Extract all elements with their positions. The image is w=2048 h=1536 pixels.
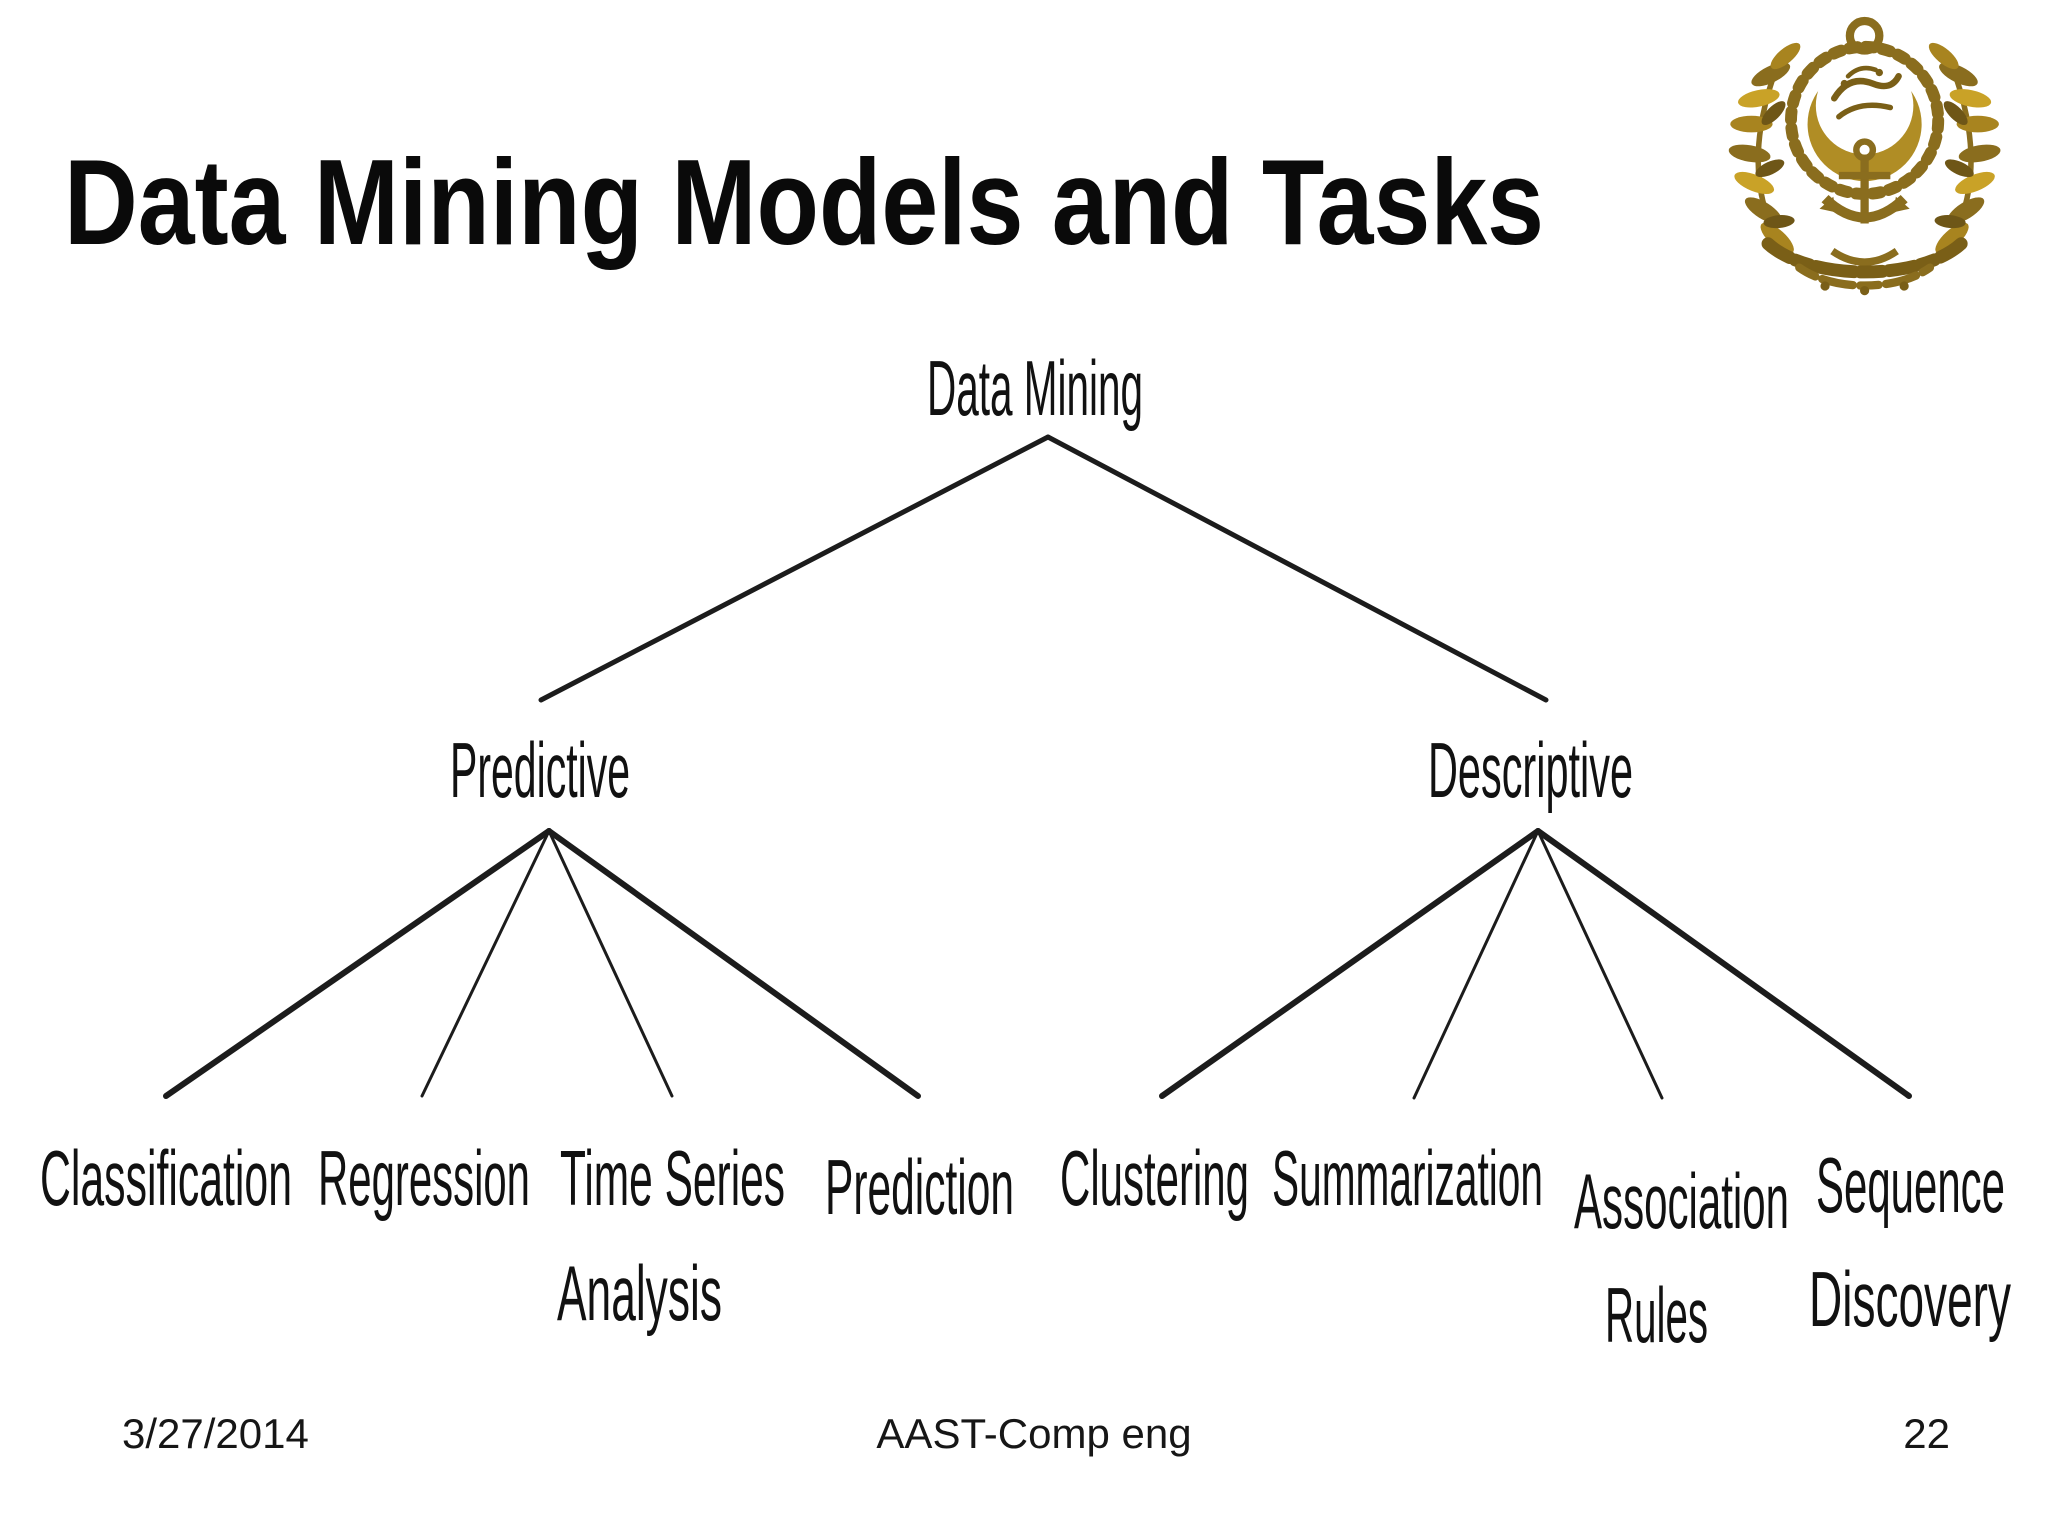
- crescent-icon: [1799, 55, 1930, 186]
- node-summarization: Summarization: [1272, 1134, 1543, 1222]
- node-time-series-line1: Time Series: [560, 1134, 785, 1222]
- tree-edges: [163, 434, 1912, 1100]
- node-descriptive: Descriptive: [1428, 726, 1633, 814]
- edge-descriptive-association: [1536, 829, 1664, 1100]
- edge-predictive-classification: [163, 828, 552, 1099]
- edge-root-descriptive: [1045, 434, 1549, 703]
- aast-logo: [1728, 16, 2002, 296]
- footer-page-number: 22: [1903, 1410, 1950, 1457]
- edge-predictive-time-series: [547, 829, 674, 1098]
- node-clustering: Clustering: [1060, 1134, 1249, 1222]
- node-association-line2: Rules: [1605, 1271, 1708, 1359]
- edge-descriptive-clustering: [1159, 828, 1541, 1099]
- laurel-wreath-icon: [1728, 39, 2002, 266]
- footer: 3/27/2014 AAST-Comp eng 22: [122, 1410, 1950, 1457]
- calligraphy-icon: [1761, 237, 1968, 296]
- footer-date: 3/27/2014: [122, 1410, 309, 1457]
- tree-nodes: Data Mining Predictive Descriptive Class…: [40, 344, 2011, 1359]
- node-time-series-line2: Analysis: [557, 1249, 722, 1337]
- node-regression: Regression: [318, 1134, 530, 1222]
- edge-descriptive-summarization: [1412, 829, 1540, 1100]
- node-sequence-line2: Discovery: [1809, 1255, 2011, 1343]
- node-sequence-line1: Sequence: [1816, 1141, 2005, 1229]
- edge-root-predictive: [538, 434, 1051, 703]
- node-data-mining: Data Mining: [927, 344, 1143, 432]
- node-association-line1: Association: [1574, 1157, 1789, 1245]
- edge-descriptive-sequence: [1535, 828, 1912, 1099]
- node-predictive: Predictive: [450, 726, 630, 814]
- node-classification: Classification: [40, 1134, 292, 1222]
- footer-center-text: AAST-Comp eng: [876, 1410, 1191, 1457]
- page-title: Data Mining Models and Tasks: [64, 134, 1544, 270]
- edge-predictive-regression: [420, 829, 551, 1098]
- node-prediction: Prediction: [825, 1143, 1014, 1231]
- edge-predictive-prediction: [546, 828, 921, 1099]
- anchor-icon: [1819, 138, 1910, 224]
